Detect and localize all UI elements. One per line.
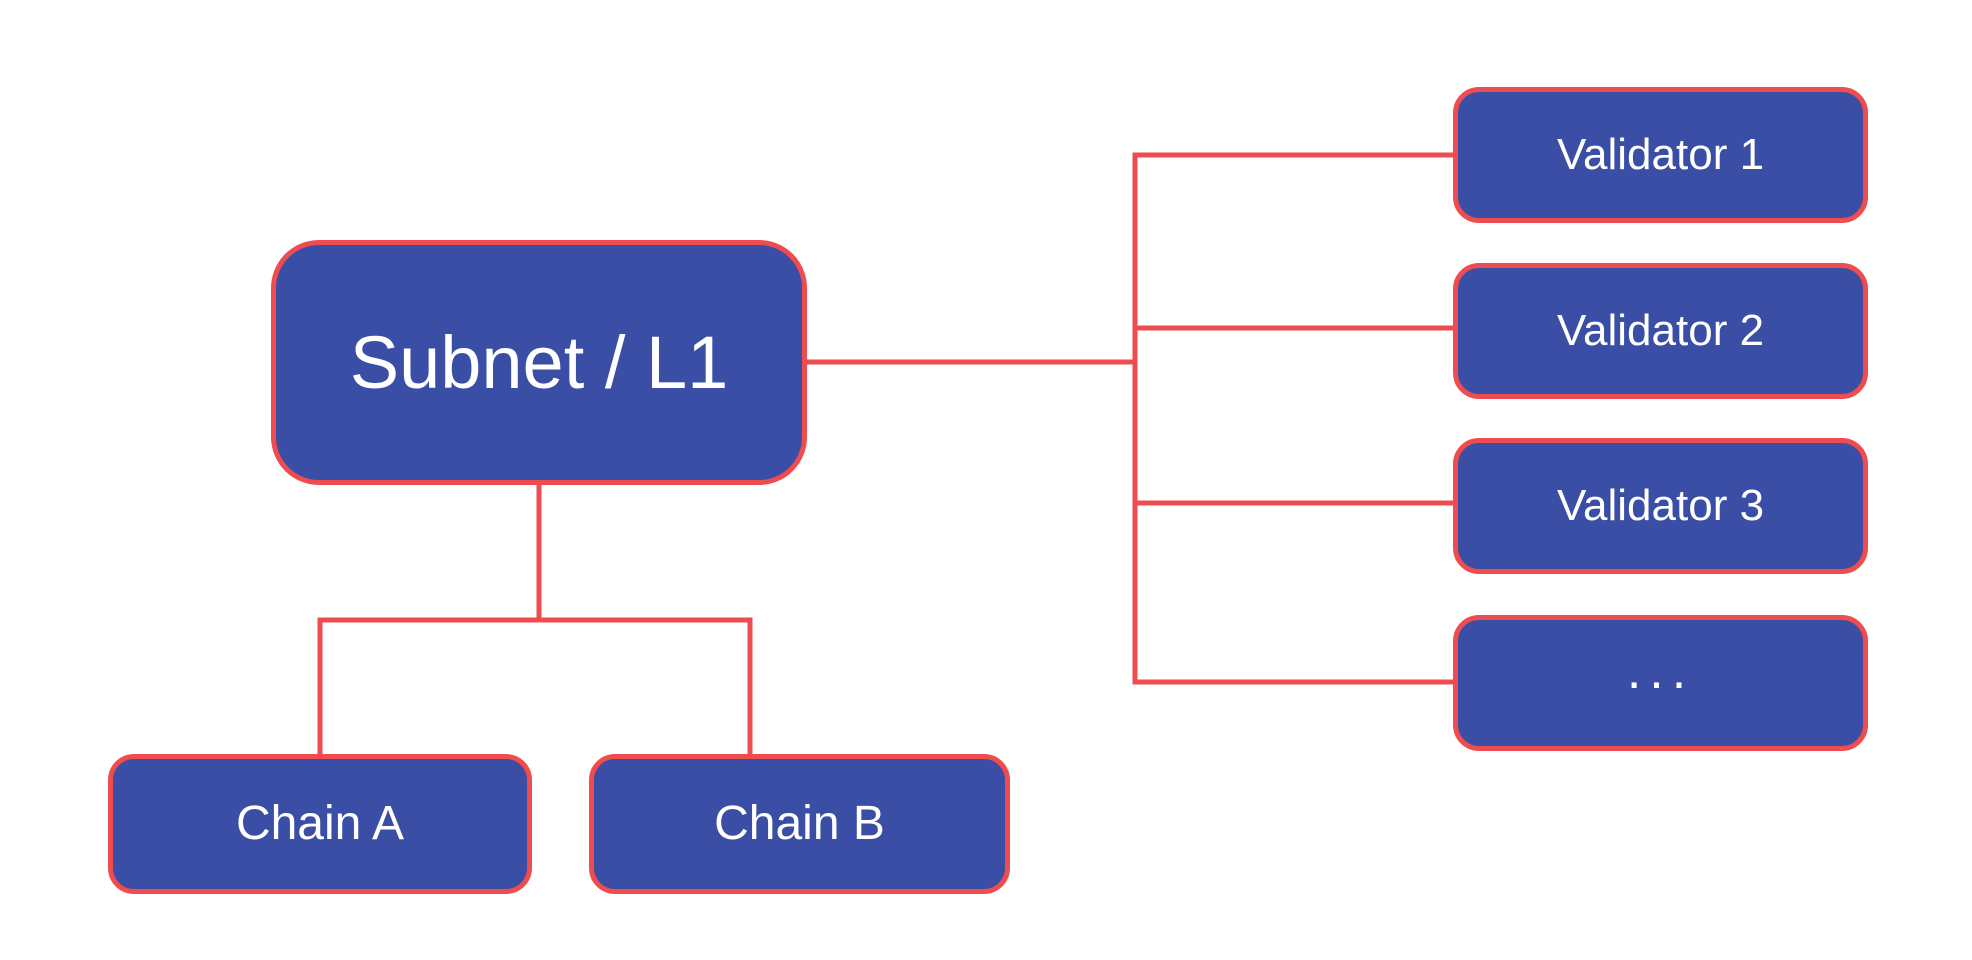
node-chain-a: Chain A	[108, 754, 532, 894]
node-chain-a-label: Chain A	[235, 797, 405, 850]
connector-validator-trunk	[1132, 152, 1458, 685]
node-validator-more-label: ...	[1626, 642, 1695, 700]
node-validator-2-label: Validator 2	[1556, 306, 1765, 355]
node-chain-b: Chain B	[589, 754, 1010, 894]
node-validator-2: Validator 2	[1453, 263, 1868, 399]
node-validator-1: Validator 1	[1453, 87, 1868, 223]
node-validator-3-label: Validator 3	[1556, 481, 1765, 530]
node-validator-3: Validator 3	[1453, 438, 1868, 574]
connector-chains-bracket	[317, 617, 753, 758]
node-validator-1-label: Validator 1	[1556, 130, 1765, 179]
node-chain-b-label: Chain B	[714, 797, 885, 850]
node-subnet-label: Subnet / L1	[349, 320, 729, 404]
node-subnet: Subnet / L1	[271, 240, 807, 485]
node-validator-more: ...	[1453, 615, 1868, 751]
